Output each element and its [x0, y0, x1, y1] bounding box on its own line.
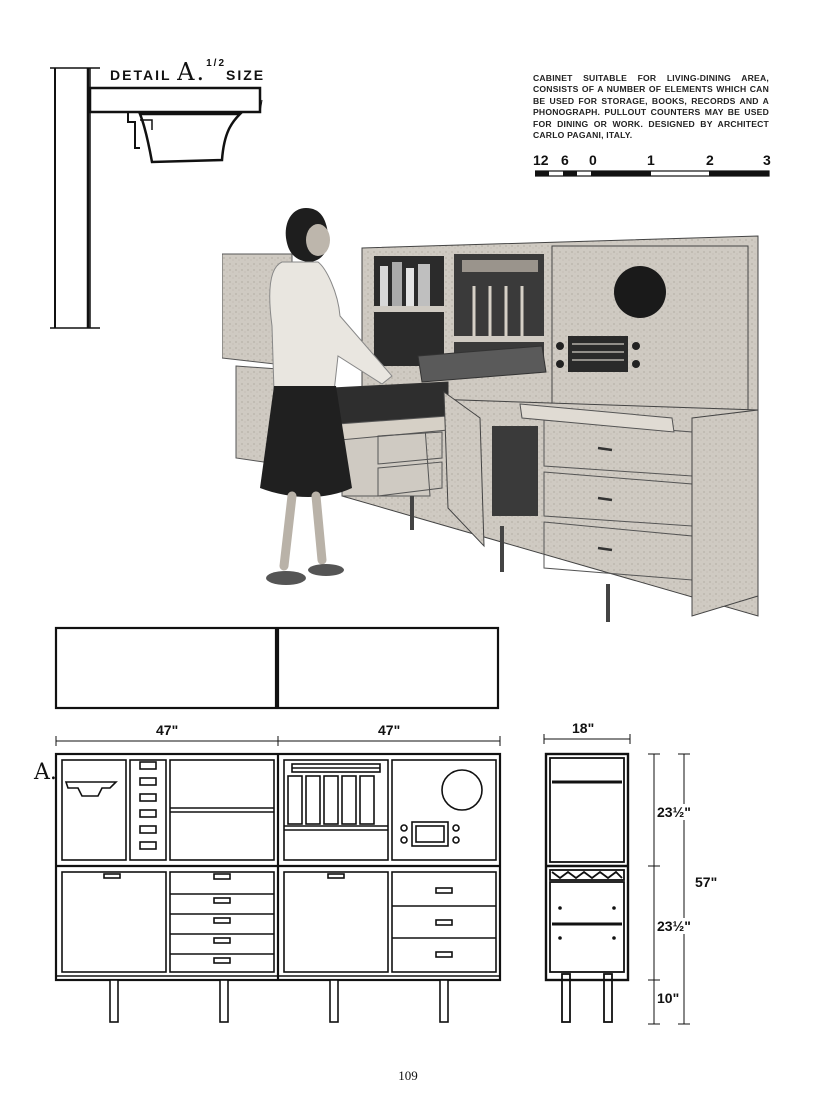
- leg-height-label: 10": [656, 990, 681, 1006]
- side-section: [544, 752, 630, 1023]
- scale-labels: 12 6 0 1 2 3: [533, 152, 773, 168]
- detail-drawing: [50, 67, 263, 329]
- detail-prefix: DETAIL: [110, 67, 172, 83]
- total-height-label: 57": [694, 874, 719, 890]
- width-dimension-line: [55, 736, 501, 746]
- detail-fraction: 1/2: [206, 58, 227, 69]
- elevation-label: A.: [34, 760, 57, 785]
- scale-label: 0: [589, 152, 597, 168]
- detail-title: DETAIL A.1/2SIZE: [110, 58, 265, 86]
- upper-height-label: 23½": [656, 804, 692, 820]
- scale-label: 1: [647, 152, 655, 168]
- cabinet-photo: [222, 208, 759, 622]
- depth-dimension-line: [543, 734, 631, 744]
- scale-label: 6: [561, 152, 569, 168]
- scale-label: 2: [706, 152, 714, 168]
- top-plan: [54, 626, 500, 710]
- scale-bar: [535, 170, 770, 177]
- width-right-label: 47": [378, 722, 401, 738]
- front-elevation: [54, 752, 502, 1023]
- caption: Cabinet suitable for living-dining area,…: [533, 73, 769, 141]
- scale-label: 12: [533, 152, 549, 168]
- depth-label: 18": [572, 720, 595, 736]
- detail-letter: A.: [177, 58, 207, 86]
- detail-suffix: SIZE: [226, 67, 266, 83]
- page-number: 109: [398, 1068, 418, 1083]
- height-dimension-lines: [648, 753, 690, 1025]
- scale-label: 3: [763, 152, 771, 168]
- lower-height-label: 23½": [656, 918, 692, 934]
- width-left-label: 47": [156, 722, 179, 738]
